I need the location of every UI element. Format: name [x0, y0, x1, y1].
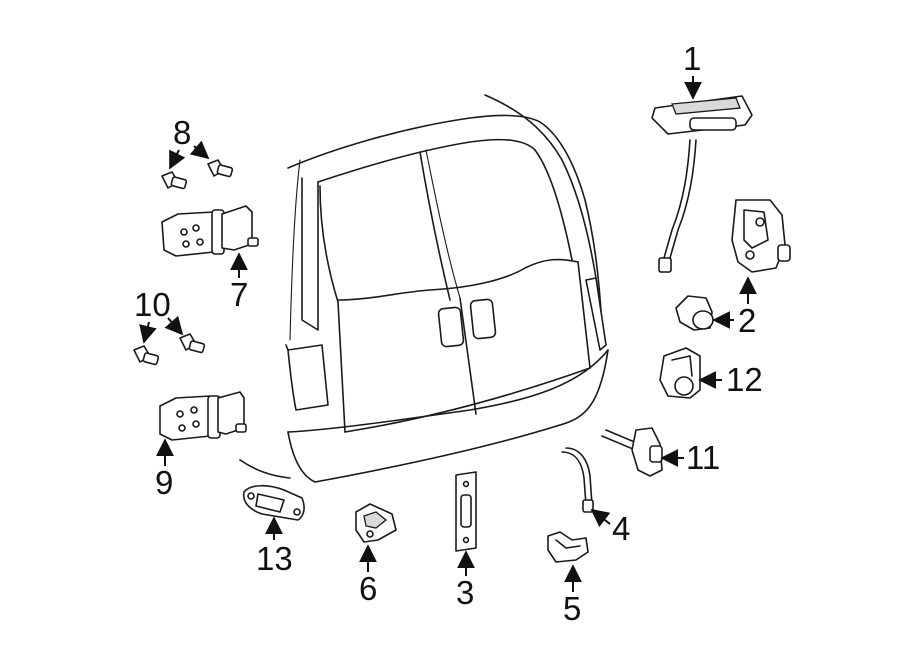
- callout-2: 2: [712, 276, 757, 339]
- callout-9: 9: [155, 438, 174, 501]
- part-8-bolts: [161, 159, 234, 190]
- callout-4: 4: [590, 508, 630, 547]
- part-7-upper-hinge: [161, 205, 259, 257]
- part-2-latch: [731, 199, 791, 273]
- callout-8: 8: [169, 114, 210, 170]
- callout-label-7: 7: [230, 276, 248, 313]
- callout-6: 6: [359, 544, 377, 607]
- callout-1: 1: [683, 40, 702, 100]
- part-12-lock-cylinder: [659, 347, 701, 399]
- callout-label-11: 11: [686, 439, 720, 476]
- callout-3: 3: [456, 550, 475, 611]
- callout-label-9: 9: [155, 464, 173, 501]
- callout-13: 13: [256, 516, 293, 577]
- callout-10: 10: [134, 286, 184, 344]
- callout-12: 12: [698, 361, 763, 398]
- part-5-clip: [547, 531, 589, 563]
- vehicle-rear-body: [239, 94, 609, 483]
- part-10-bolts: [133, 333, 206, 366]
- part-11-actuator: [601, 427, 663, 477]
- part-4-rod: [561, 447, 594, 513]
- callout-label-12: 12: [726, 361, 763, 398]
- part-1-handle-assembly: [651, 95, 753, 273]
- callout-label-8: 8: [173, 114, 191, 151]
- callout-label-1: 1: [683, 40, 701, 77]
- callout-label-4: 4: [612, 510, 630, 547]
- part-2-clip: [675, 295, 714, 331]
- callout-label-13: 13: [256, 540, 293, 577]
- callout-label-3: 3: [456, 574, 474, 611]
- callout-label-5: 5: [563, 590, 581, 627]
- part-3-striker: [455, 471, 477, 552]
- callout-5: 5: [563, 564, 582, 627]
- callout-label-2: 2: [738, 302, 756, 339]
- callout-7: 7: [230, 252, 248, 313]
- callout-label-10: 10: [134, 286, 171, 323]
- callout-label-6: 6: [359, 570, 377, 607]
- part-9-lower-hinge: [159, 391, 247, 441]
- part-6-striker: [355, 503, 397, 543]
- callout-11: 11: [660, 439, 720, 476]
- part-13-pad: [242, 484, 305, 521]
